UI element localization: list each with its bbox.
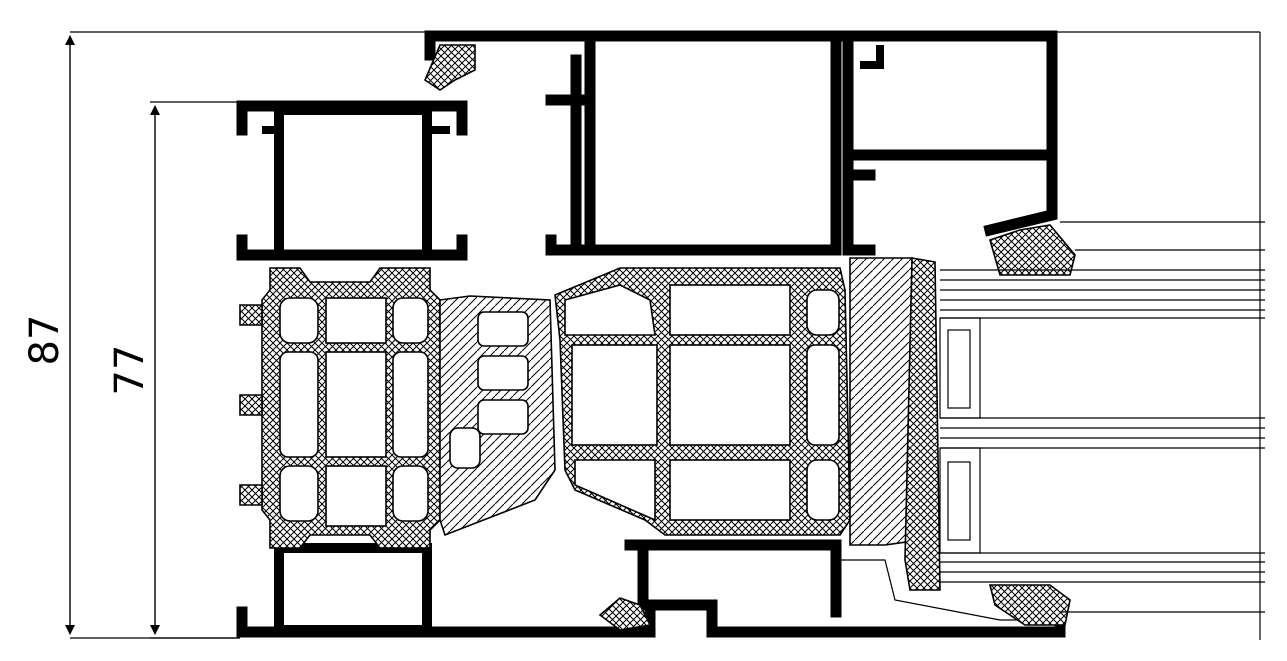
left-frame-aluminium <box>236 100 656 638</box>
glazing-gasket <box>840 257 1040 621</box>
sash-thermal-break <box>554 267 851 536</box>
middle-gasket <box>439 295 556 537</box>
dimension-inner: 77 <box>107 101 240 639</box>
dimension-label-overall: 87 <box>22 315 68 366</box>
top-seal <box>424 44 1076 276</box>
left-thermal-break <box>239 267 441 549</box>
bottom-seal <box>598 584 1071 631</box>
glazing-unit <box>939 32 1265 640</box>
dimension-label-inner: 77 <box>107 345 153 396</box>
sash-aluminium <box>424 30 1066 638</box>
